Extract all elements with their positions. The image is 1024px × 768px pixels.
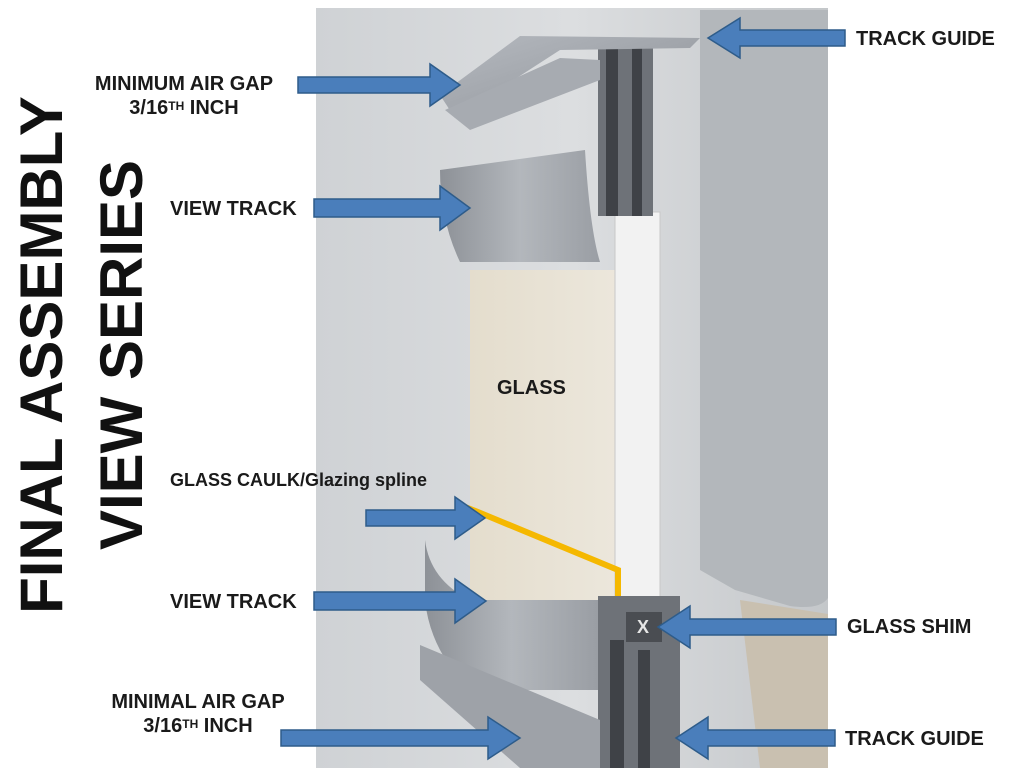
top-extrusion-channel: [606, 38, 618, 216]
bottom-extrusion-channel: [610, 640, 624, 768]
label-min-air-gap-bottom-line2: 3/16TH INCH: [92, 714, 304, 738]
label-min-air-gap-bottom: MINIMAL AIR GAP 3/16TH INCH: [92, 690, 304, 738]
label-min-air-gap-bottom-line1: MINIMAL AIR GAP: [111, 691, 285, 713]
title-line-1: FINAL ASSEMBLY: [8, 96, 75, 614]
floor-shadow: [740, 600, 828, 768]
label-min-air-gap-top-fraction: 3/16: [129, 97, 169, 119]
label-track-guide-top: TRACK GUIDE: [856, 28, 995, 50]
label-min-air-gap-bottom-fraction: 3/16: [143, 715, 183, 737]
bottom-extrusion-channel-2: [638, 650, 650, 768]
arrow-min-air-gap-top: [297, 62, 462, 108]
glass-pane: [470, 270, 620, 600]
glass-shim: [626, 612, 662, 642]
bottom-view-track: [425, 540, 598, 690]
label-track-guide-bottom: TRACK GUIDE: [845, 728, 984, 750]
label-view-track-top: VIEW TRACK: [170, 198, 297, 220]
label-shim-mark: X: [637, 617, 650, 637]
label-min-air-gap-top-line1: MINIMUM AIR GAP: [94, 73, 274, 95]
right-panel: [700, 10, 828, 607]
title-line-2: VIEW SERIES: [88, 159, 155, 551]
label-min-air-gap-top-unit: INCH: [184, 97, 239, 119]
top-track-guide: [440, 36, 700, 118]
arrow-view-track-top: [313, 184, 472, 232]
label-glass: GLASS: [497, 377, 566, 399]
arrow-glass-caulk: [365, 495, 487, 541]
arrow-track-guide-bottom: [674, 715, 836, 761]
label-min-air-gap-bottom-sup: TH: [182, 717, 199, 731]
label-glass-shim: GLASS SHIM: [847, 616, 972, 638]
top-extrusion-channel-2: [632, 38, 642, 216]
title-block: FINAL ASSEMBLY VIEW SERIES: [0, 95, 160, 615]
arrow-track-guide-top: [706, 16, 846, 60]
bottom-air-gap-rail: [420, 645, 600, 768]
label-min-air-gap-top-line2: 3/16TH INCH: [78, 96, 290, 120]
label-min-air-gap-top: MINIMUM AIR GAP 3/16TH INCH: [78, 72, 290, 120]
label-min-air-gap-bottom-unit: INCH: [198, 715, 253, 737]
arrow-min-air-gap-bottom: [280, 715, 522, 761]
label-view-track-bottom: VIEW TRACK: [170, 591, 297, 613]
arrow-glass-shim: [656, 604, 837, 650]
arrow-view-track-bottom: [313, 577, 488, 625]
label-min-air-gap-top-sup: TH: [168, 99, 185, 113]
top-air-gap-rail: [445, 58, 600, 130]
label-glass-caulk: GLASS CAULK/Glazing spline: [170, 470, 428, 490]
top-view-track: [440, 150, 600, 262]
